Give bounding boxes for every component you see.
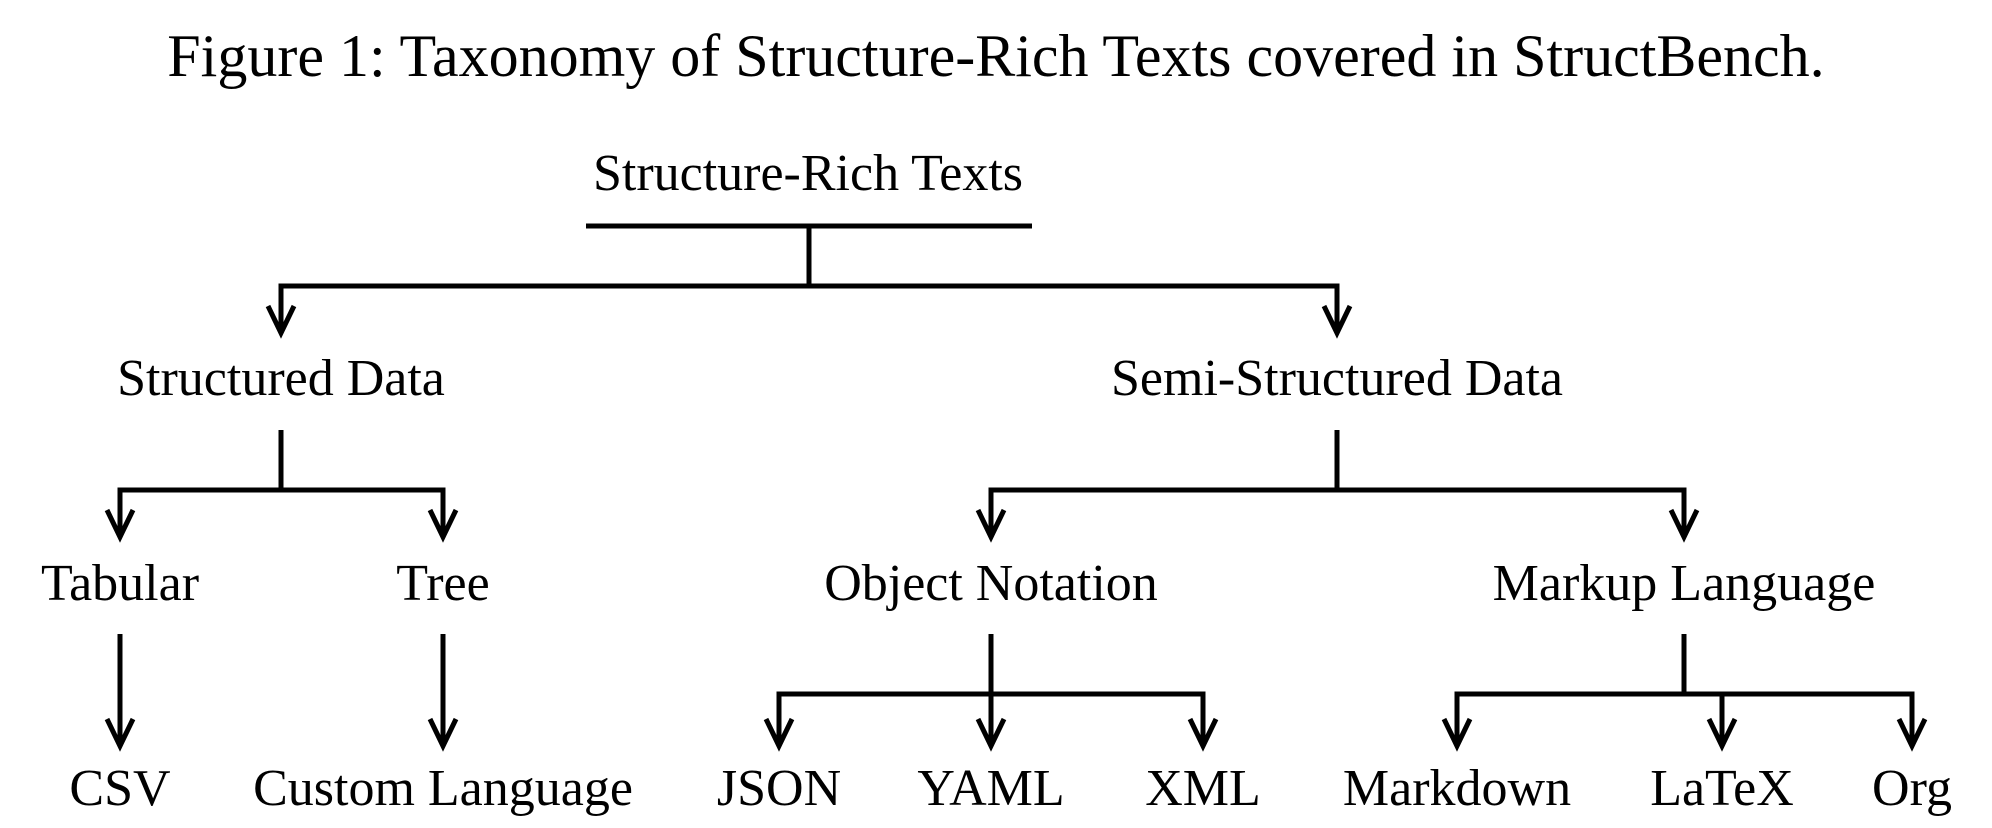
edge-object-notation-bus [776,691,1206,746]
edges-structured-to-level2 [104,430,459,543]
figure-caption: Figure 1: Taxonomy of Structure-Rich Tex… [167,23,1824,89]
node-markdown: Markdown [1343,760,1571,817]
node-xml: XML [1145,760,1261,817]
node-org: Org [1872,760,1952,817]
node-csv: CSV [69,760,170,817]
arrowhead-xml [1187,717,1219,752]
node-json: JSON [717,760,841,817]
edges-markup-language-to-level3 [1441,634,1928,752]
node-tabular: Tabular [41,555,199,612]
edge-structured-bus [117,487,446,537]
arrowhead-tabular [104,508,136,543]
node-semi-structured-data: Semi-Structured Data [1111,350,1563,407]
node-yaml: YAML [917,760,1064,817]
edge-markup-language-bus [1454,691,1915,746]
node-tree: Tree [396,555,489,612]
arrowhead-json [763,717,795,752]
node-custom-language: Custom Language [253,760,633,817]
node-structure-rich-texts: Structure-Rich Texts [593,145,1023,202]
edges-object-notation-to-level3 [763,634,1219,752]
arrowhead-markdown [1441,717,1473,752]
arrowhead-semi-structured-data [1321,304,1353,339]
arrowhead-yaml [975,717,1007,752]
edges-semi-structured-to-level2 [975,430,1700,543]
arrowhead-markup-language [1668,508,1700,543]
edge-root-bus [278,283,1340,333]
arrowhead-structured-data [265,304,297,339]
edges-root-to-level1 [265,226,1353,339]
node-structured-data: Structured Data [117,350,445,407]
node-latex: LaTeX [1650,760,1794,817]
arrowhead-object-notation [975,508,1007,543]
node-object-notation: Object Notation [824,555,1158,612]
edges-structured-level2-to-level3 [104,634,459,752]
arrowhead-custom-language [427,717,459,752]
edge-semi-structured-bus [988,487,1687,537]
node-markup-language: Markup Language [1493,555,1876,612]
arrowhead-latex [1706,717,1738,752]
arrowhead-csv [104,717,136,752]
arrowhead-tree [427,508,459,543]
arrowhead-org [1896,717,1928,752]
